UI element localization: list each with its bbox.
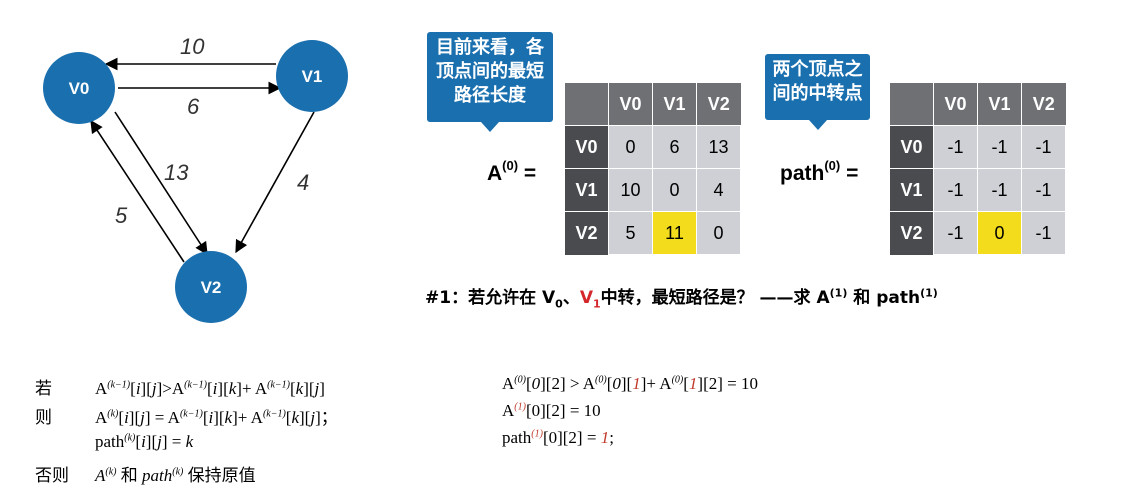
matrix-path-row: V2 -1 0 -1 [890,211,1066,255]
edge-label-v1-v0: 10 [180,34,205,59]
question-sup1: (1) [829,286,848,300]
matrix-path-eq: = [846,162,859,185]
question-and: 和 path [847,288,921,308]
graph-node-v1 [276,40,348,112]
question-v1-letter: V [579,288,593,308]
matrix-a-row-header: V1 [565,168,609,212]
callout-right-line-2: 间的中转点 [772,83,863,104]
question-line: #1：若允许在 V0、V1中转，最短路径是？ ——求 A(1) 和 path(1… [425,283,938,310]
matrix-a-row: V2 5 11 0 [565,211,741,255]
matrix-a-corner [565,83,609,126]
matrix-a-cell: 13 [696,125,741,169]
rule-kw-else: 否则 [35,466,69,486]
graph-node-v0 [43,52,115,124]
matrix-a-name: A [487,162,503,185]
matrix-a-row-header: V0 [565,125,609,169]
edge-label-v2-v0: 5 [115,203,128,228]
matrix-path-row-header: V1 [890,168,934,212]
question-sup2: (1) [920,286,938,300]
edge-label-v0-v1: 6 [187,94,200,119]
question-sub1: 1 [592,297,601,311]
matrix-a-cell: 10 [608,168,653,212]
matrix-path-sup: (0) [824,158,841,173]
matrix-path-col-header: V1 [977,83,1022,126]
question-v1: V1 [579,288,601,311]
callout-transit-vertex: 两个顶点之 间的中转点 [765,54,870,130]
matrix-path-cell: -1 [1021,168,1066,212]
matrix-a-cell: 0 [652,168,697,212]
rule-line-path: path(k)[i][j] = k [95,432,194,451]
question-sep: 、 [562,288,580,308]
matrix-a-cell: 5 [608,211,653,255]
edge-v0-v2 [114,111,208,256]
matrix-path-row-header: V0 [890,125,934,169]
question-prefix: #1：若允许在 V [425,288,556,308]
matrix-path-cell: -1 [977,168,1022,212]
rule-kw-if: 若 [35,379,52,399]
matrix-a-col-header: V2 [696,83,741,126]
matrix-a-cell: 4 [696,168,741,212]
matrix-a-col-header: V1 [652,83,697,126]
question-sub0: 0 [555,297,563,311]
graph-node-v2 [175,251,247,323]
matrix-path-col-header: V2 [1021,83,1066,126]
callout-left-line-2: 顶点间的最短 [436,61,544,82]
matrix-path: V0 V1 V2 V0 -1 -1 -1 V1 -1 -1 -1 V2 -1 0… [890,83,1066,255]
matrix-a-row-header: V2 [565,211,609,255]
matrix-a-row: V1 10 0 4 [565,168,741,212]
matrix-path-row-header: V2 [890,211,934,255]
matrix-path-col-header: V0 [933,83,978,126]
matrix-a-row: V0 0 6 13 [565,125,741,169]
callout-shortest-length: 目前来看，各 顶点间的最短 路径长度 [427,32,553,132]
matrix-a-label: A(0) = [487,158,537,186]
matrix-path-cell: -1 [1021,125,1066,169]
matrix-path-cell: -1 [933,211,978,255]
callout-left-line-1: 目前来看，各 [436,37,544,58]
rule-else-tail: 保持原值 [187,466,256,485]
matrix-path-corner [890,83,934,126]
matrix-path-cell-highlight: 0 [977,211,1022,255]
matrix-path-name: path [780,162,825,185]
matrix-path-cell: -1 [977,125,1022,169]
callout-right-line-1: 两个顶点之 [772,59,863,80]
edge-v1-v2 [235,111,315,254]
edge-label-v1-v2: 4 [297,170,309,195]
graph-node-v2-label: V2 [201,278,222,297]
example-line-2-tail: [0][2] = 10 [525,401,601,420]
graph-node-v1-label: V1 [302,67,323,86]
matrix-a-col-header: V0 [608,83,653,126]
matrix-path-cell: -1 [933,125,978,169]
matrix-path-row: V1 -1 -1 -1 [890,168,1066,212]
graph-node-v0-label: V0 [69,79,90,98]
matrix-a-cell-highlight: 11 [652,211,697,255]
callout-left-line-3: 路径长度 [454,85,526,106]
matrix-path-cell: -1 [933,168,978,212]
edge-v2-v0 [90,119,185,263]
matrix-a-cell: 0 [696,211,741,255]
matrix-a-cell: 0 [608,125,653,169]
matrix-a-eq: = [523,162,537,185]
matrix-a-sup: (0) [502,158,519,173]
matrix-path-label: path(0) = [780,158,859,186]
example-line-1-tail: [2] = 10 [703,374,758,393]
directed-graph: 10 6 13 4 5 V0 V1 V2 [43,34,348,323]
rule-kw-then: 则 [35,408,52,428]
rule-else-and: 和 [120,466,138,485]
example-line-1: A(0)[0][2] > A(0)[0][1]+ A(0)[1][2] = 10 [502,374,758,393]
matrix-path-row: V0 -1 -1 -1 [890,125,1066,169]
matrix-a: V0 V1 V2 V0 0 6 13 V1 10 0 4 V2 5 11 0 [565,83,741,255]
example-line-2: A(1)[0][2] = 10 [502,401,601,420]
example-line-3: path(1)[0][2] = 1; [502,428,614,447]
edge-label-v0-v2: 13 [164,160,189,185]
example-line-3-tail: [0][2] = [542,428,601,447]
question-mid: 中转，最短路径是？ ——求 A [600,288,830,308]
matrix-path-cell: -1 [1021,211,1066,255]
matrix-a-cell: 6 [652,125,697,169]
